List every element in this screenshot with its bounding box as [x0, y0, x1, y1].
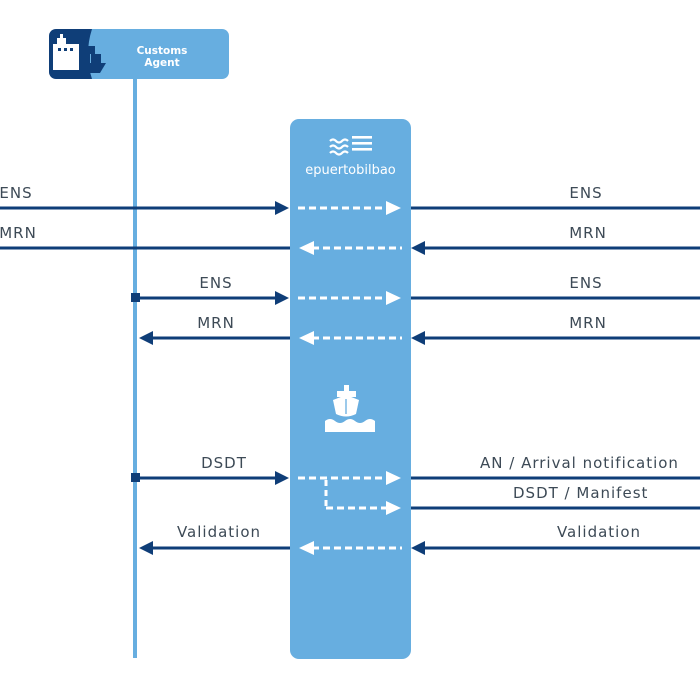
port-logo-text: epuertobilbao: [305, 163, 396, 178]
actor-label-line1: Customs: [137, 45, 188, 57]
internal-arrowhead-mrn-2: [299, 331, 314, 345]
label-dsdt: DSDT: [201, 454, 247, 472]
arrowhead-ens-1: [275, 201, 289, 215]
label-mrn-right-2: MRN: [569, 314, 607, 332]
label-arrival: AN / Arrival notification: [480, 454, 679, 472]
label-ens-right-1: ENS: [569, 184, 602, 202]
actor-label-line2: Agent: [144, 57, 179, 69]
arrowhead-mrn-2: [139, 331, 153, 345]
label-validation-left: Validation: [177, 523, 261, 541]
internal-arrowhead-mrn-1: [299, 241, 314, 255]
arrowhead-mrn-right-1: [411, 241, 425, 255]
arrowhead-mrn-right-2: [411, 331, 425, 345]
label-validation-right: Validation: [557, 523, 641, 541]
internal-arrowhead-arrival: [386, 471, 401, 485]
arrowhead-validation-left: [139, 541, 153, 555]
arrowhead-ens-2: [275, 291, 289, 305]
label-ens-right-2: ENS: [569, 274, 602, 292]
label-mrn-1: MRN: [0, 224, 37, 242]
label-ens-1: ENS: [0, 184, 33, 202]
agent-lifeline: [133, 78, 137, 658]
ship-on-water-icon: [325, 385, 375, 432]
start-marker-ens-2: [131, 293, 140, 302]
internal-arrowhead-ens-2: [386, 291, 401, 305]
start-marker-dsdt: [131, 473, 140, 482]
internal-arrowhead-dsdt-manifest: [386, 501, 401, 515]
label-mrn-2: MRN: [197, 314, 235, 332]
label-ens-2: ENS: [199, 274, 232, 292]
internal-arrowhead-validation: [299, 541, 314, 555]
waves-icon: [329, 136, 372, 156]
label-dsdt-manifest: DSDT / Manifest: [513, 484, 648, 502]
arrowhead-dsdt: [275, 471, 289, 485]
label-mrn-right-1: MRN: [569, 224, 607, 242]
arrowhead-validation-right: [411, 541, 425, 555]
port-system-box: [290, 119, 411, 659]
internal-arrowhead-ens-1: [386, 201, 401, 215]
ship-containers-icon: [53, 34, 106, 73]
